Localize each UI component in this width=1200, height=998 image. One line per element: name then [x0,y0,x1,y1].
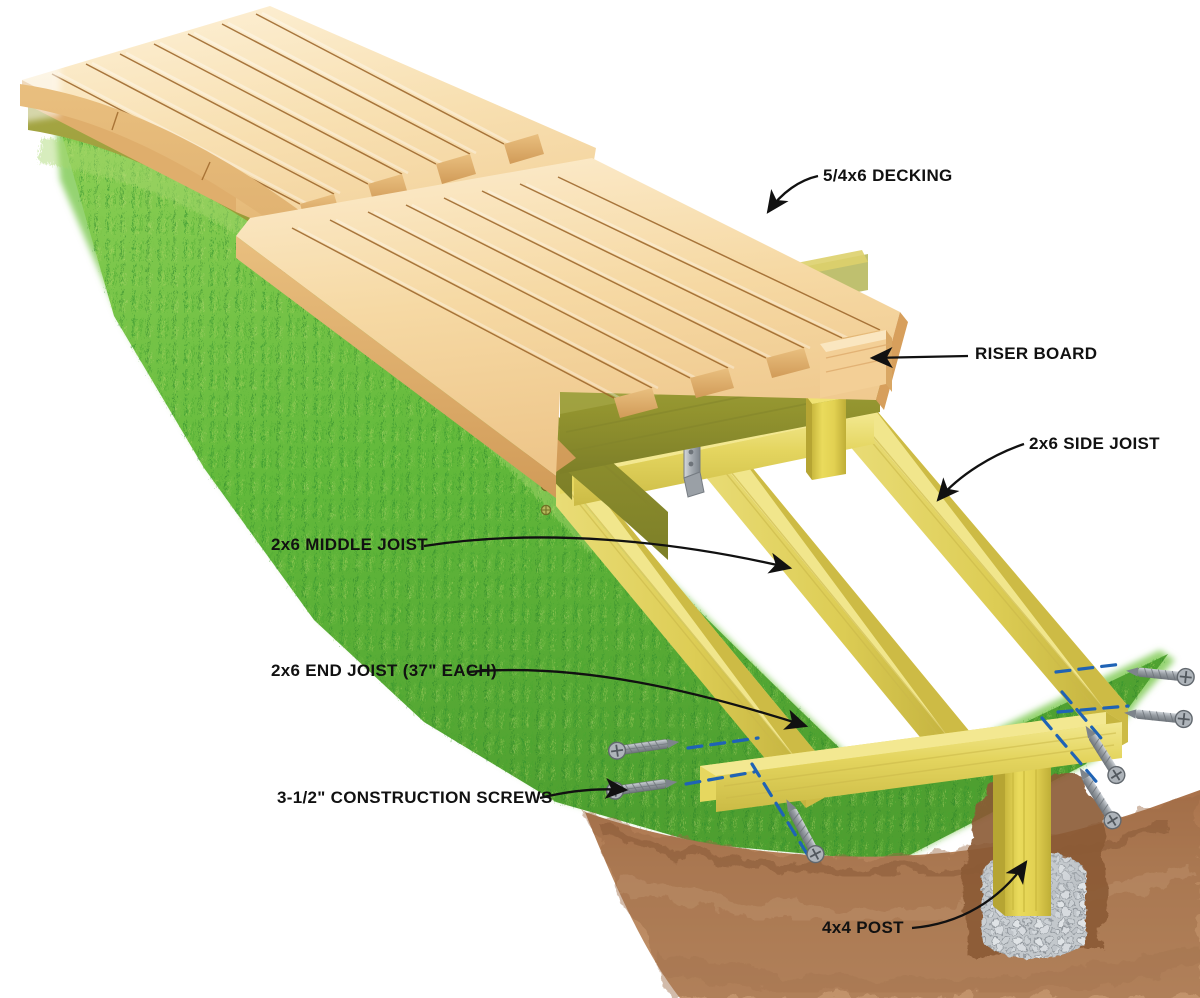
end-joist-lower [700,712,1122,812]
screw [1124,709,1193,729]
dash-screw-path-1 [686,736,760,750]
side-joist-right [848,398,1128,752]
label-decking: 5/4x6 DECKING [823,166,953,185]
leader-riser [869,346,969,369]
side-joist-left [556,460,824,808]
label-end-joist: 2x6 END JOIST (37" EACH) [271,661,497,680]
screw [1126,667,1195,687]
label-post: 4x4 POST [822,918,904,937]
label-middle-joist: 2x6 MIDDLE JOIST [271,535,428,554]
label-construction-screws: 3-1/2" CONSTRUCTION SCREWS [277,788,553,807]
leader-decking [766,174,819,214]
assembly-dash-lines [684,662,1130,864]
label-riser-board: RISER BOARD [975,344,1098,363]
leader-middle-joist [423,536,793,574]
label-side-joist: 2x6 SIDE JOIST [1029,434,1160,453]
leader-end-joist [467,668,809,730]
dash-screw-path-2 [684,770,756,786]
dash-screw-path-3 [1054,662,1124,674]
decking-lower-run [236,158,908,498]
post-stub-step [806,390,846,480]
middle-joist [700,426,970,776]
dash-screw-path-7 [1060,690,1108,746]
leader-post [911,860,1028,930]
leader-side-joist [936,442,1025,502]
screw [607,738,680,760]
screw [786,799,825,864]
leader-screws [539,777,629,800]
screw [1079,767,1122,830]
dash-screw-path-4 [1056,704,1130,714]
dash-screw-path-6 [1040,716,1102,788]
dash-screw-path-5 [750,762,814,864]
leader-lines [423,174,1028,930]
screw [1085,725,1126,785]
